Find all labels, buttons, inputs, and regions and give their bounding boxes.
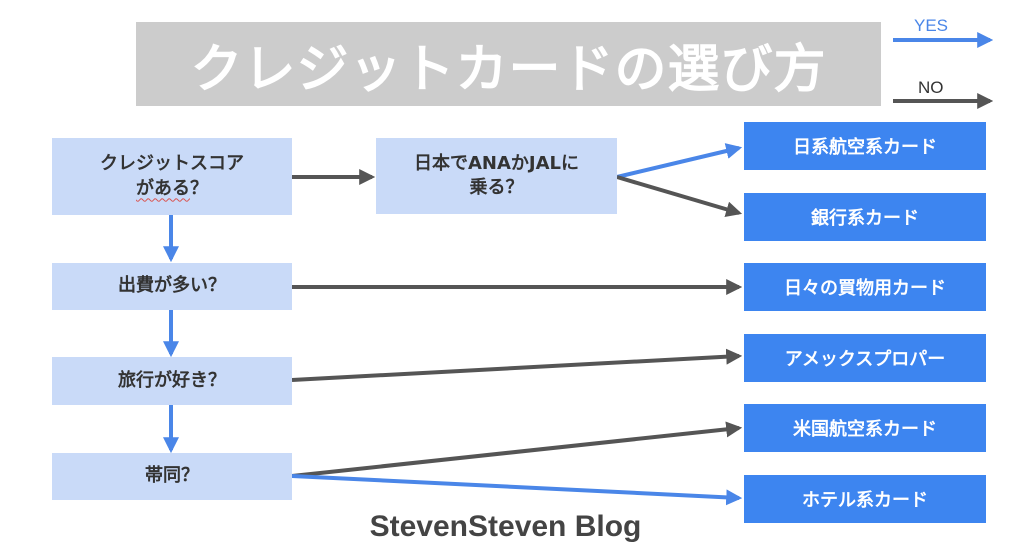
question-credit-score-line2: がある？ [136, 177, 208, 201]
answer-amex: アメックスプロパー [744, 334, 986, 382]
answer-airline-us: 米国航空系カード [744, 404, 986, 452]
question-credit-score-line2b: ？ [190, 177, 208, 199]
arrow-companion-to-airline-us [291, 421, 743, 478]
question-spending: 出費が多い？ [52, 263, 292, 310]
page-title: クレジットカードの選び方 [136, 22, 881, 106]
arrow-travel-to-amex [291, 348, 743, 382]
footer-blog-name: StevenSteven Blog [369, 510, 642, 543]
question-travel: 旅行が好き？ [52, 357, 292, 405]
arrow-companion-to-hotel [291, 474, 743, 506]
question-credit-score: クレジットスコア がある？ [52, 138, 292, 215]
legend-yes-label: YES [914, 16, 949, 35]
answer-bank: 銀行系カード [744, 193, 986, 241]
arrow-anajal-to-bank [616, 175, 743, 218]
question-companion: 帯同？ [52, 453, 292, 500]
answer-daily: 日々の買物用カード [744, 263, 986, 311]
legend-no-label: NO [918, 78, 944, 97]
question-ana-jal: 日本でANAかJALに 乗る？ [376, 138, 617, 214]
question-credit-score-line2a: がある [136, 177, 190, 199]
arrow-anajal-to-airline-japan [616, 143, 743, 179]
answer-hotel: ホテル系カード [744, 475, 986, 523]
question-ana-jal-line2: 乗る？ [469, 177, 524, 198]
question-ana-jal-line1: 日本でANAかJALに [413, 152, 580, 174]
answer-airline-japan: 日系航空系カード [744, 122, 986, 170]
question-credit-score-line1: クレジットスコア [100, 153, 244, 175]
